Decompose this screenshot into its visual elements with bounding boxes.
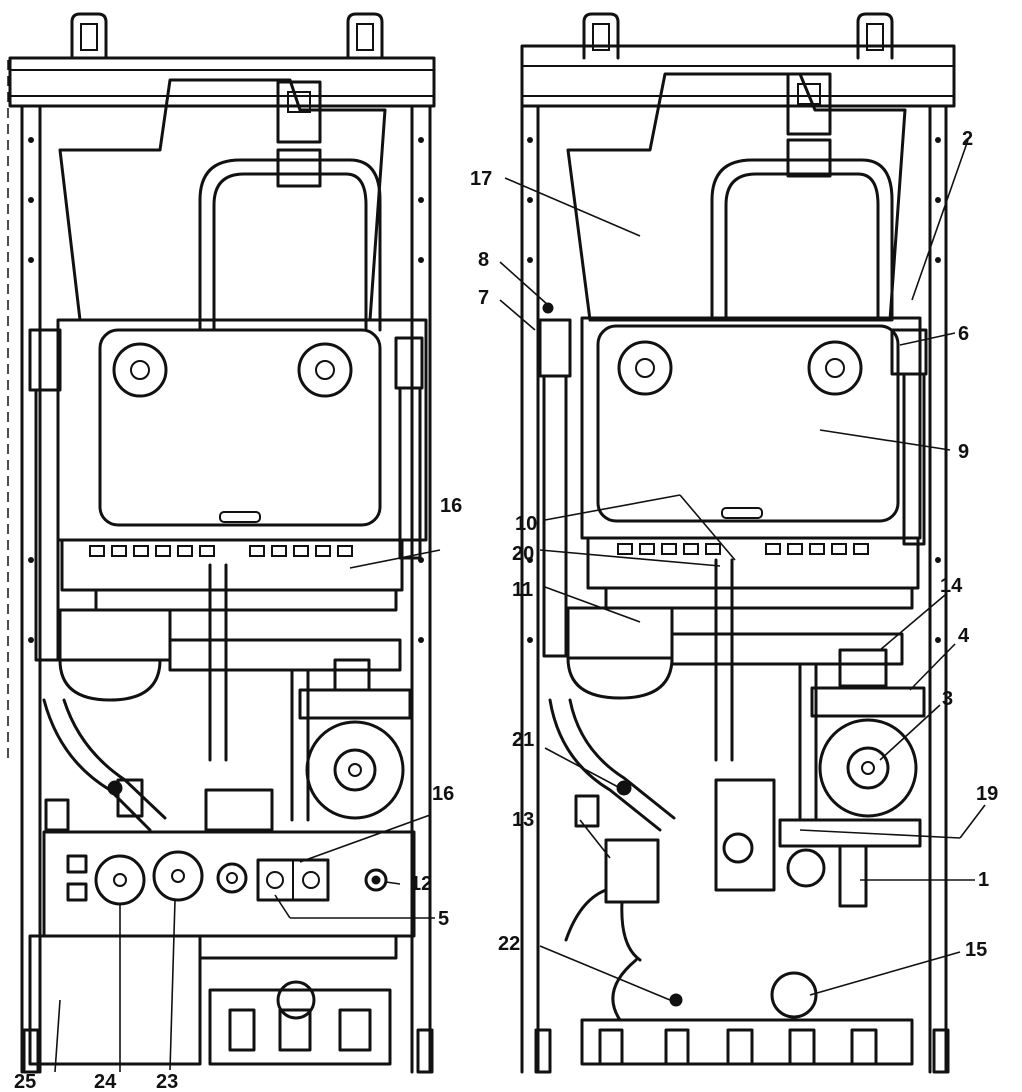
label-17: 17 [470,168,492,190]
label-9: 9 [958,441,969,463]
label-10: 10 [515,513,537,535]
label-16-top: 16 [440,495,462,517]
right-boiler-unit [520,12,956,1074]
label-22: 22 [498,933,520,955]
label-5: 5 [438,908,449,930]
label-3: 3 [942,688,953,710]
label-2: 2 [962,128,973,150]
label-11: 11 [512,579,533,601]
label-14: 14 [940,575,963,597]
label-15: 15 [965,939,987,961]
label-13: 13 [512,809,534,831]
label-23: 23 [156,1071,178,1092]
label-7: 7 [478,287,489,309]
left-boiler-unit [7,12,436,1074]
label-19: 19 [976,783,998,805]
label-12: 12 [410,873,432,895]
label-4: 4 [958,625,970,647]
label-16-panel: 16 [432,783,454,805]
label-8: 8 [478,249,489,271]
callout-lines [54,139,986,1073]
label-21: 21 [512,729,534,751]
label-24: 24 [94,1071,117,1092]
label-20: 20 [512,543,534,565]
part-labels: 17 2 8 7 6 9 10 16 20 14 11 4 3 21 16 19… [14,128,998,1092]
label-1: 1 [978,869,989,891]
label-25: 25 [14,1071,36,1092]
label-6: 6 [958,323,969,345]
